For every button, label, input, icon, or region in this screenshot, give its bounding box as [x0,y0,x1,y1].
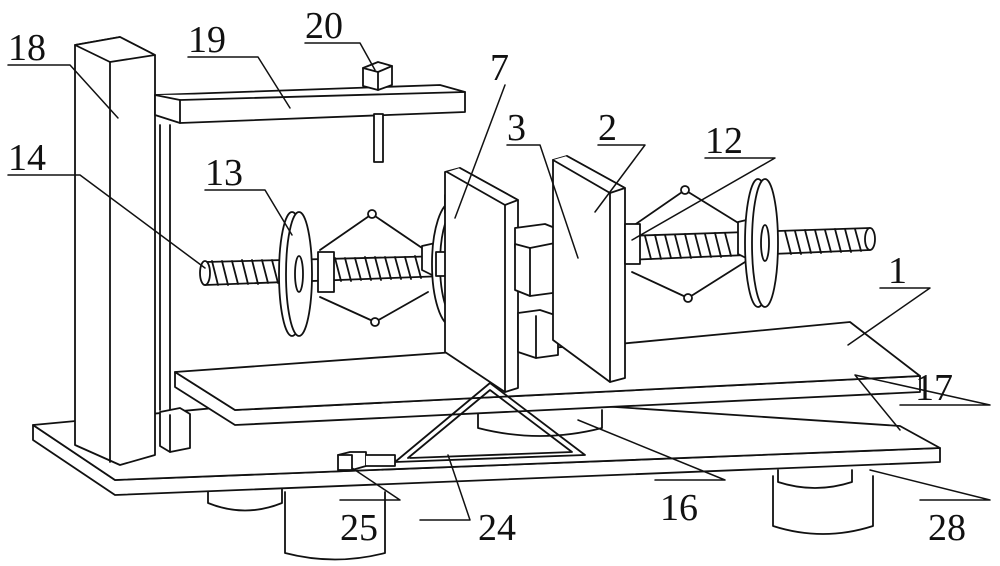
label-13: 13 [205,152,243,194]
label-28: 28 [928,507,966,549]
reference-numerals: 18 19 20 7 3 2 12 14 13 1 17 25 24 16 28 [8,5,966,549]
label-18: 18 [8,27,46,69]
support-cylinder [477,409,603,437]
block-20 [362,61,393,91]
label-24: 24 [478,507,516,549]
middle-blocks [514,223,561,359]
block-25 [337,451,396,471]
label-20: 20 [305,5,343,47]
label-1: 1 [888,250,907,292]
label-25: 25 [340,507,378,549]
right-disc [744,178,779,308]
label-16: 16 [660,487,698,529]
label-14: 14 [8,137,46,179]
vertical-post [74,36,191,466]
label-19: 19 [188,19,226,61]
label-12: 12 [705,120,743,162]
leader-lines [7,42,991,521]
label-7: 7 [490,47,509,89]
feet [207,469,874,561]
label-2: 2 [598,107,617,149]
probe [373,113,384,163]
triangle-frame [394,382,586,463]
left-disc [278,211,313,337]
label-17: 17 [915,367,953,409]
left-vertical-plate [444,167,519,393]
horizontal-arm [154,84,466,124]
label-3: 3 [507,107,526,149]
right-vertical-plate [552,155,626,383]
